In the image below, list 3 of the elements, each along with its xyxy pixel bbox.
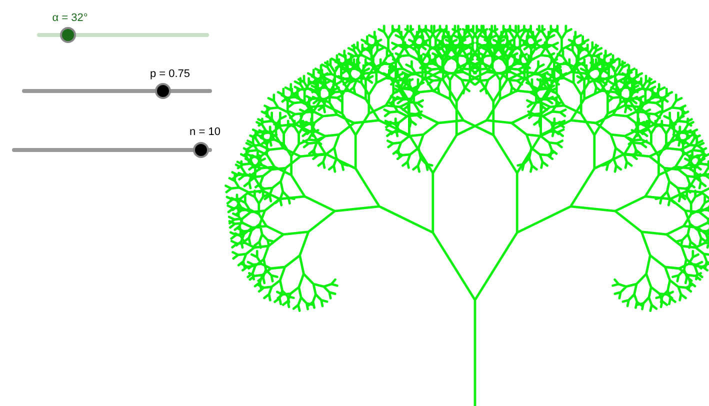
slider-value-label: n = 10 [190,126,220,138]
slider-value-label: α = 32° [52,12,88,24]
slider-value-label: p = 0.75 [150,68,190,80]
